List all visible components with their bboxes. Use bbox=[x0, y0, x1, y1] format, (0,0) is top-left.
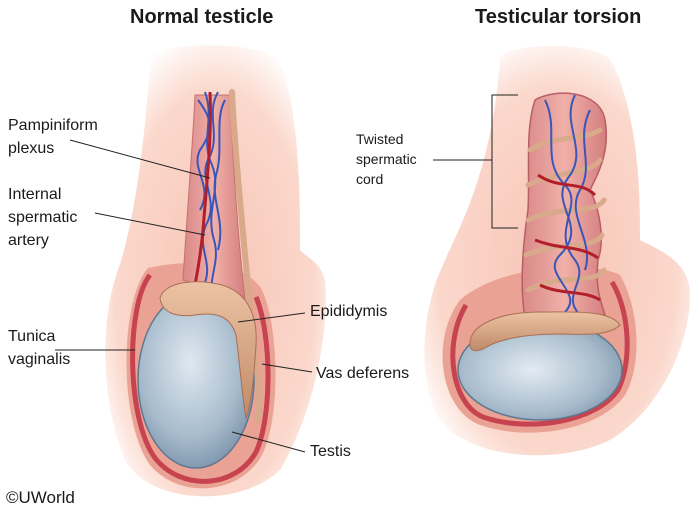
cord-twist-bands bbox=[523, 127, 607, 293]
twisted-veins bbox=[544, 94, 591, 316]
label-pampiniform-plexus: Pampiniform plexus bbox=[8, 114, 98, 160]
label-pampiniform-line1: Pampiniform bbox=[8, 117, 98, 134]
leader-artery bbox=[94, 212, 206, 236]
label-epididymis: Epididymis bbox=[310, 303, 388, 320]
internal-spermatic-artery bbox=[190, 91, 212, 301]
leader-epididymis bbox=[237, 312, 306, 323]
label-twisted-line1: Twisted bbox=[356, 131, 404, 147]
title-testicular-torsion: Testicular torsion bbox=[475, 6, 642, 28]
title-normal-testicle: Normal testicle bbox=[130, 6, 274, 28]
epididymis-normal bbox=[159, 281, 257, 420]
vas-deferens bbox=[229, 89, 263, 423]
torsion-testicle-figure bbox=[424, 46, 690, 456]
label-internal-spermatic-artery: Internal spermatic artery bbox=[8, 183, 77, 252]
leader-lines bbox=[55, 94, 518, 453]
leader-vas-deferens bbox=[261, 363, 313, 373]
label-artery-line1: Internal bbox=[8, 186, 62, 203]
normal-testicle-figure bbox=[105, 45, 326, 497]
label-twisted-line3: cord bbox=[356, 171, 384, 187]
epididymis-torsion bbox=[469, 311, 621, 352]
copyright-notice: ©UWorld bbox=[6, 488, 75, 507]
leader-pampiniform bbox=[69, 139, 211, 179]
label-pampiniform-line2: plexus bbox=[8, 140, 55, 157]
label-twisted-spermatic-cord: Twisted spermatic cord bbox=[356, 129, 417, 189]
bracket-twisted-cord bbox=[491, 94, 518, 229]
label-artery-line3: artery bbox=[8, 232, 49, 249]
label-tunica-vaginalis: Tunica vaginalis bbox=[8, 325, 70, 371]
twisted-arteries bbox=[534, 173, 601, 302]
label-twisted-line2: spermatic bbox=[356, 151, 417, 167]
label-testis: Testis bbox=[310, 443, 351, 460]
tunica-cavity-torsion bbox=[450, 280, 630, 427]
leader-testis bbox=[231, 431, 306, 453]
label-tunica-line1: Tunica bbox=[8, 328, 56, 345]
label-vas-deferens: Vas deferens bbox=[316, 365, 410, 382]
tunica-vaginalis-cavity bbox=[130, 273, 271, 484]
label-tunica-line2: vaginalis bbox=[8, 351, 71, 368]
label-artery-line2: spermatic bbox=[8, 209, 78, 226]
